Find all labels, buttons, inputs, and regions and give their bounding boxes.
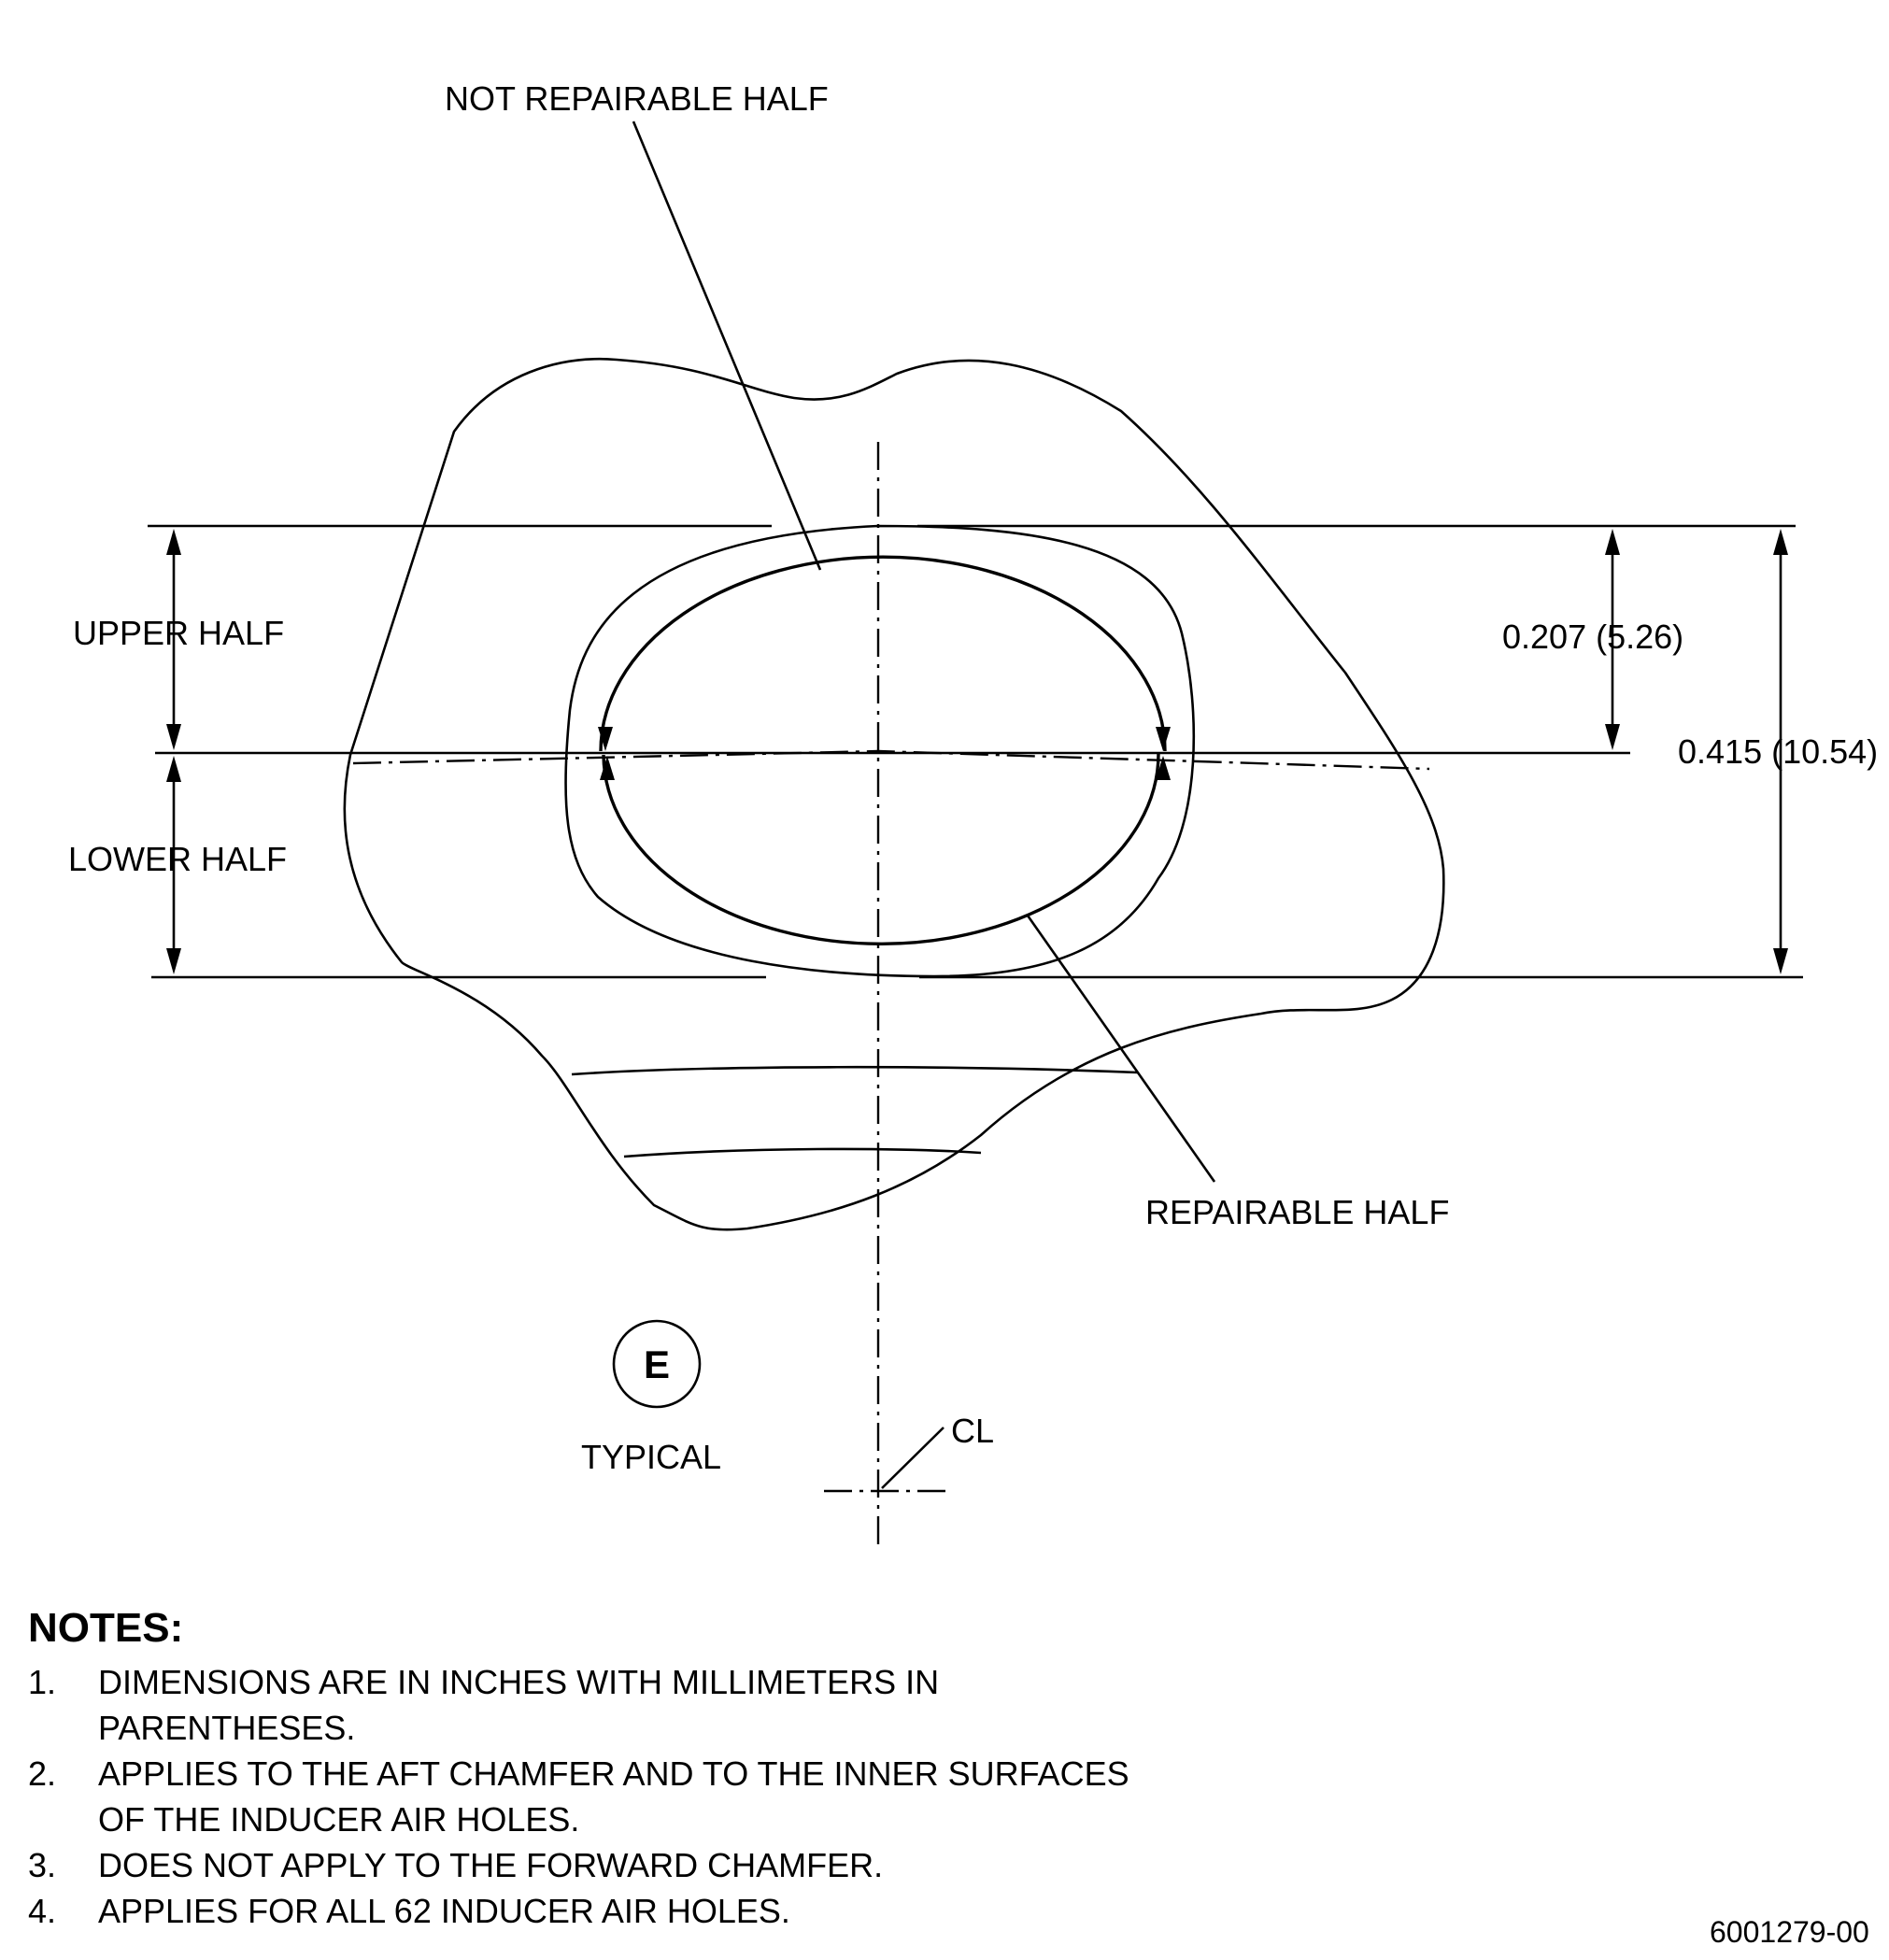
not-repairable-leader (632, 121, 822, 571)
note-item: 1. DIMENSIONS ARE IN INCHES WITH MILLIME… (28, 1659, 1336, 1751)
typical-label: TYPICAL (581, 1438, 721, 1476)
chamfer-line-lower (623, 1147, 982, 1158)
notes-title: NOTES: (28, 1605, 184, 1651)
lower-half-label: LOWER HALF (68, 840, 287, 878)
hole-lower-half (602, 752, 1160, 946)
half-dimension-label: 0.207 (5.26) (1502, 618, 1683, 656)
half-dim-arrow-top (1605, 529, 1620, 555)
upper-half-arrow-top (166, 529, 181, 555)
split-arrow-right-up (1156, 756, 1171, 780)
note-item: 2. APPLIES TO THE AFT CHAMFER AND TO THE… (28, 1751, 1336, 1842)
detail-callout-circle (612, 1319, 702, 1409)
repairable-leader (1026, 915, 1216, 1183)
chamfer-line-upper (571, 1065, 1139, 1076)
repairable-label: REPAIRABLE HALF (1145, 1193, 1449, 1231)
note-item: 3. DOES NOT APPLY TO THE FORWARD CHAMFER… (28, 1842, 1336, 1888)
note-text: APPLIES TO THE AFT CHAMFER AND TO THE IN… (98, 1754, 1129, 1793)
note-item: 4. APPLIES FOR ALL 62 INDUCER AIR HOLES. (28, 1888, 1336, 1934)
lower-half-arrow-bottom (166, 948, 181, 974)
lower-half-arrow-top (166, 756, 181, 782)
horizontal-centerline (352, 749, 1430, 771)
centerline-leader (881, 1427, 944, 1489)
note-text: DOES NOT APPLY TO THE FORWARD CHAMFER. (98, 1846, 884, 1884)
not-repairable-label: NOT REPAIRABLE HALF (445, 79, 829, 118)
upper-half-label: UPPER HALF (73, 614, 284, 652)
notes-section: NOTES: 1. DIMENSIONS ARE IN INCHES WITH … (28, 1605, 1336, 1934)
hole-upper-half (599, 555, 1167, 752)
part-outline (343, 358, 1445, 1231)
full-dim-arrow-bottom (1773, 948, 1788, 974)
full-dim-arrow-top (1773, 529, 1788, 555)
detail-letter: E (644, 1342, 670, 1386)
note-number: 3. (28, 1846, 57, 1884)
note-text-continued: OF THE INDUCER AIR HOLES. (98, 1800, 580, 1839)
drawing-number: 6001279-00 (1710, 1915, 1869, 1949)
full-dimension-label: 0.415 (10.54) (1678, 732, 1878, 771)
half-dim-arrow-bottom (1605, 724, 1620, 750)
split-arrow-left-up (600, 756, 615, 780)
note-number: 2. (28, 1754, 57, 1793)
centerline-label: CL (951, 1412, 994, 1450)
note-text: APPLIES FOR ALL 62 INDUCER AIR HOLES. (98, 1892, 790, 1930)
note-text: DIMENSIONS ARE IN INCHES WITH MILLIMETER… (98, 1663, 940, 1701)
note-number: 4. (28, 1892, 57, 1930)
split-arrow-left-down (598, 727, 613, 751)
note-text-continued: PARENTHESES. (98, 1709, 356, 1747)
upper-half-arrow-bottom (166, 724, 181, 750)
note-number: 1. (28, 1663, 57, 1701)
split-arrow-right-down (1156, 727, 1171, 751)
